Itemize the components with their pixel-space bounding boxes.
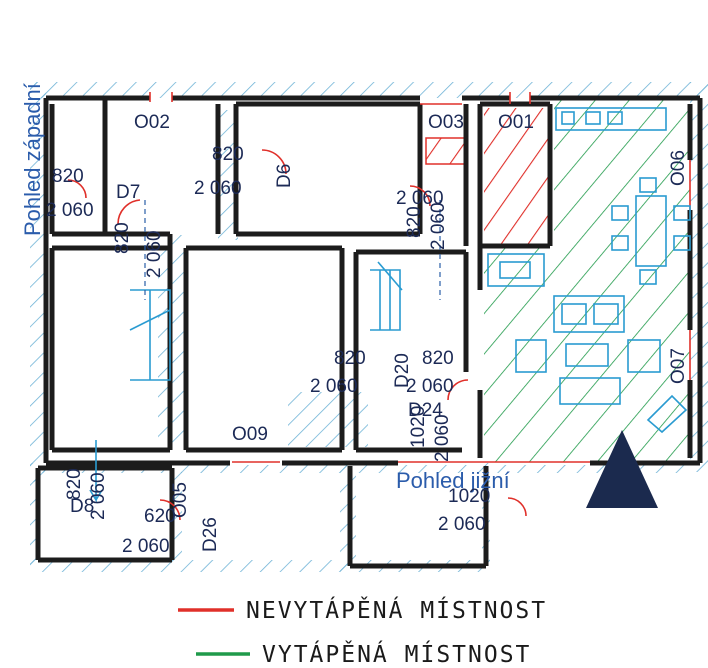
legend: NEVYTÁPĚNÁ MÍSTNOST VYTÁPĚNÁ MÍSTNOST <box>178 596 547 668</box>
door-height-2060-i: 2 060 <box>88 472 109 520</box>
door-width-620: 620 <box>144 506 176 527</box>
door-height-2060-k: 2 060 <box>438 514 486 535</box>
stair-unheated <box>425 137 467 165</box>
door-height-2060-g: 2 060 <box>406 376 454 397</box>
unheated-zone <box>484 108 550 246</box>
room-code-o02: O02 <box>134 112 170 133</box>
door-width-820-a: 820 <box>212 144 244 165</box>
door-width-820-g: 820 <box>64 468 85 500</box>
legend-heated-label: VYTÁPĚNÁ MÍSTNOST <box>262 640 531 668</box>
door-width-820-d: 820 <box>404 206 425 238</box>
door-code-d7: D7 <box>116 182 140 203</box>
room-code-o09: O09 <box>232 424 268 445</box>
door-width-1020-a: 1020 <box>408 406 429 448</box>
door-code-d8: D8 <box>70 496 94 517</box>
door-marks <box>67 92 691 521</box>
door-height-2060-j: 2 060 <box>122 536 170 557</box>
room-code-o01: O01 <box>498 112 534 133</box>
door-height-2060-c: 2 060 <box>144 230 165 278</box>
door-width-1020-b: 1020 <box>448 486 490 507</box>
door-height-2060-e: 2 060 <box>396 188 444 209</box>
door-code-d26: D26 <box>200 517 221 552</box>
view-label-west: Pohled západní <box>20 83 45 236</box>
door-width-820-b: 820 <box>52 166 84 187</box>
room-code-o07: O07 <box>668 348 689 384</box>
door-code-d6: D6 <box>274 164 295 188</box>
walls <box>35 95 703 569</box>
north-arrow-icon <box>586 430 658 508</box>
room-code-o06: O06 <box>668 150 689 186</box>
door-height-2060-f: 2 060 <box>310 376 358 397</box>
door-width-820-f: 820 <box>422 348 454 369</box>
door-code-d24: D24 <box>408 400 443 421</box>
legend-unheated-label: NEVYTÁPĚNÁ MÍSTNOST <box>246 596 547 624</box>
door-height-2060-h: 2 060 <box>432 414 453 462</box>
view-label-south: Pohled jižní <box>396 468 510 493</box>
door-code-d20: D20 <box>392 353 413 388</box>
door-width-820-c: 820 <box>112 222 133 254</box>
door-height-2060-b: 2 060 <box>46 200 94 221</box>
room-code-o05: O05 <box>170 482 191 518</box>
furniture <box>89 107 691 503</box>
door-height-2060-a: 2 060 <box>194 178 242 199</box>
door-width-820-e: 820 <box>334 348 366 369</box>
door-height-2060-d: 2 060 <box>428 202 449 250</box>
room-code-o03: O03 <box>428 112 464 133</box>
